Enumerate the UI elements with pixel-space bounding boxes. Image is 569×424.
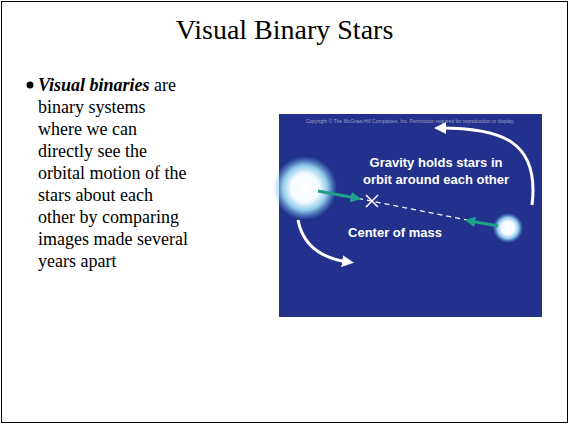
slide-title: Visual Binary Stars	[0, 14, 569, 46]
bullet-dot	[27, 82, 34, 89]
orbit-arrow	[298, 220, 348, 262]
dashed-axis	[305, 188, 508, 228]
gravity-arrow	[318, 191, 356, 198]
bullet-paragraph: Visual binariesare binary systems where …	[38, 74, 190, 272]
big-star	[273, 156, 337, 220]
copyright-note: Copyright © The McGraw-Hill Companies, I…	[300, 118, 520, 124]
bullet-text: are binary systems where we can directly…	[38, 75, 188, 271]
small-star	[493, 213, 523, 243]
panel-label: Center of mass	[340, 224, 450, 241]
center-mark	[366, 195, 378, 207]
panel-label: Gravity holds stars in orbit around each…	[362, 154, 510, 188]
gravity-arrow	[470, 221, 498, 226]
term: Visual binaries	[38, 75, 150, 95]
